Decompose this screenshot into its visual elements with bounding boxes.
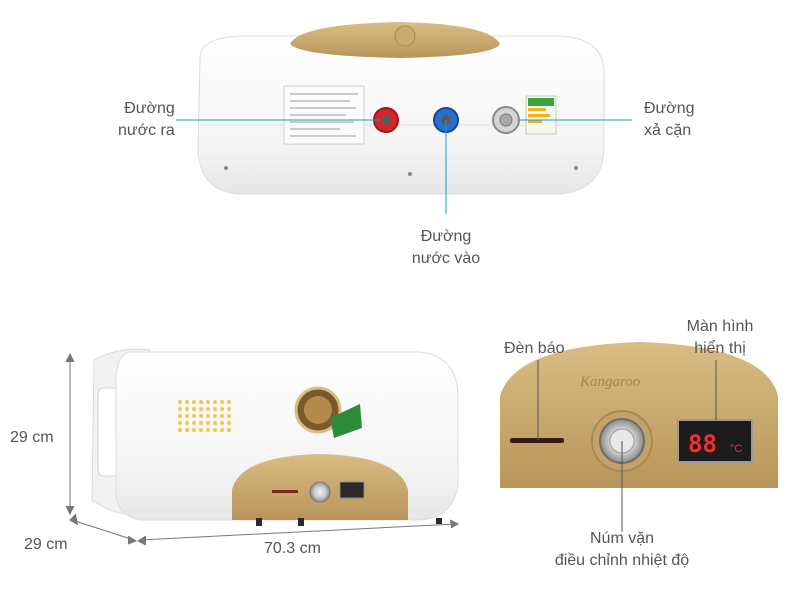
dimension-arrows: [65, 352, 460, 546]
inlet-label: Đường nước vào: [411, 228, 481, 267]
front-knob: [309, 481, 331, 503]
width-dimension: 70.3 cm: [264, 540, 321, 557]
top-gold-strip: [290, 22, 500, 58]
top-knob-icon: [394, 25, 416, 47]
display-digits: 88: [688, 430, 717, 458]
depth-dimension: 29 cm: [24, 536, 68, 553]
control-panel-closeup: Kangaroo 88 °C: [500, 342, 778, 488]
panel-callout-lines: [537, 360, 717, 532]
indicator-light: [510, 438, 564, 443]
panel-brand-logo: Kangaroo: [579, 374, 641, 390]
outlet-label: Đường nước ra: [118, 100, 175, 139]
knob-label: Núm vặn điều chỉnh nhiệt độ: [554, 530, 690, 569]
display-label: Màn hình hiển thị: [686, 318, 754, 357]
front-indicator-light: [272, 490, 298, 493]
indicator-light-label: Đèn báo: [504, 340, 565, 357]
brand-badge-logo: [294, 386, 362, 438]
heater-front-view: [91, 348, 459, 526]
display-screen: [677, 419, 753, 463]
height-dimension: 29 cm: [10, 429, 54, 446]
vent-dots: [178, 400, 231, 432]
top-view-heater: [197, 22, 605, 195]
callout-lines: [176, 119, 632, 214]
front-display: [339, 481, 365, 499]
drain-label: Đường xả cặn: [644, 100, 695, 139]
display-unit: °C: [730, 443, 742, 455]
